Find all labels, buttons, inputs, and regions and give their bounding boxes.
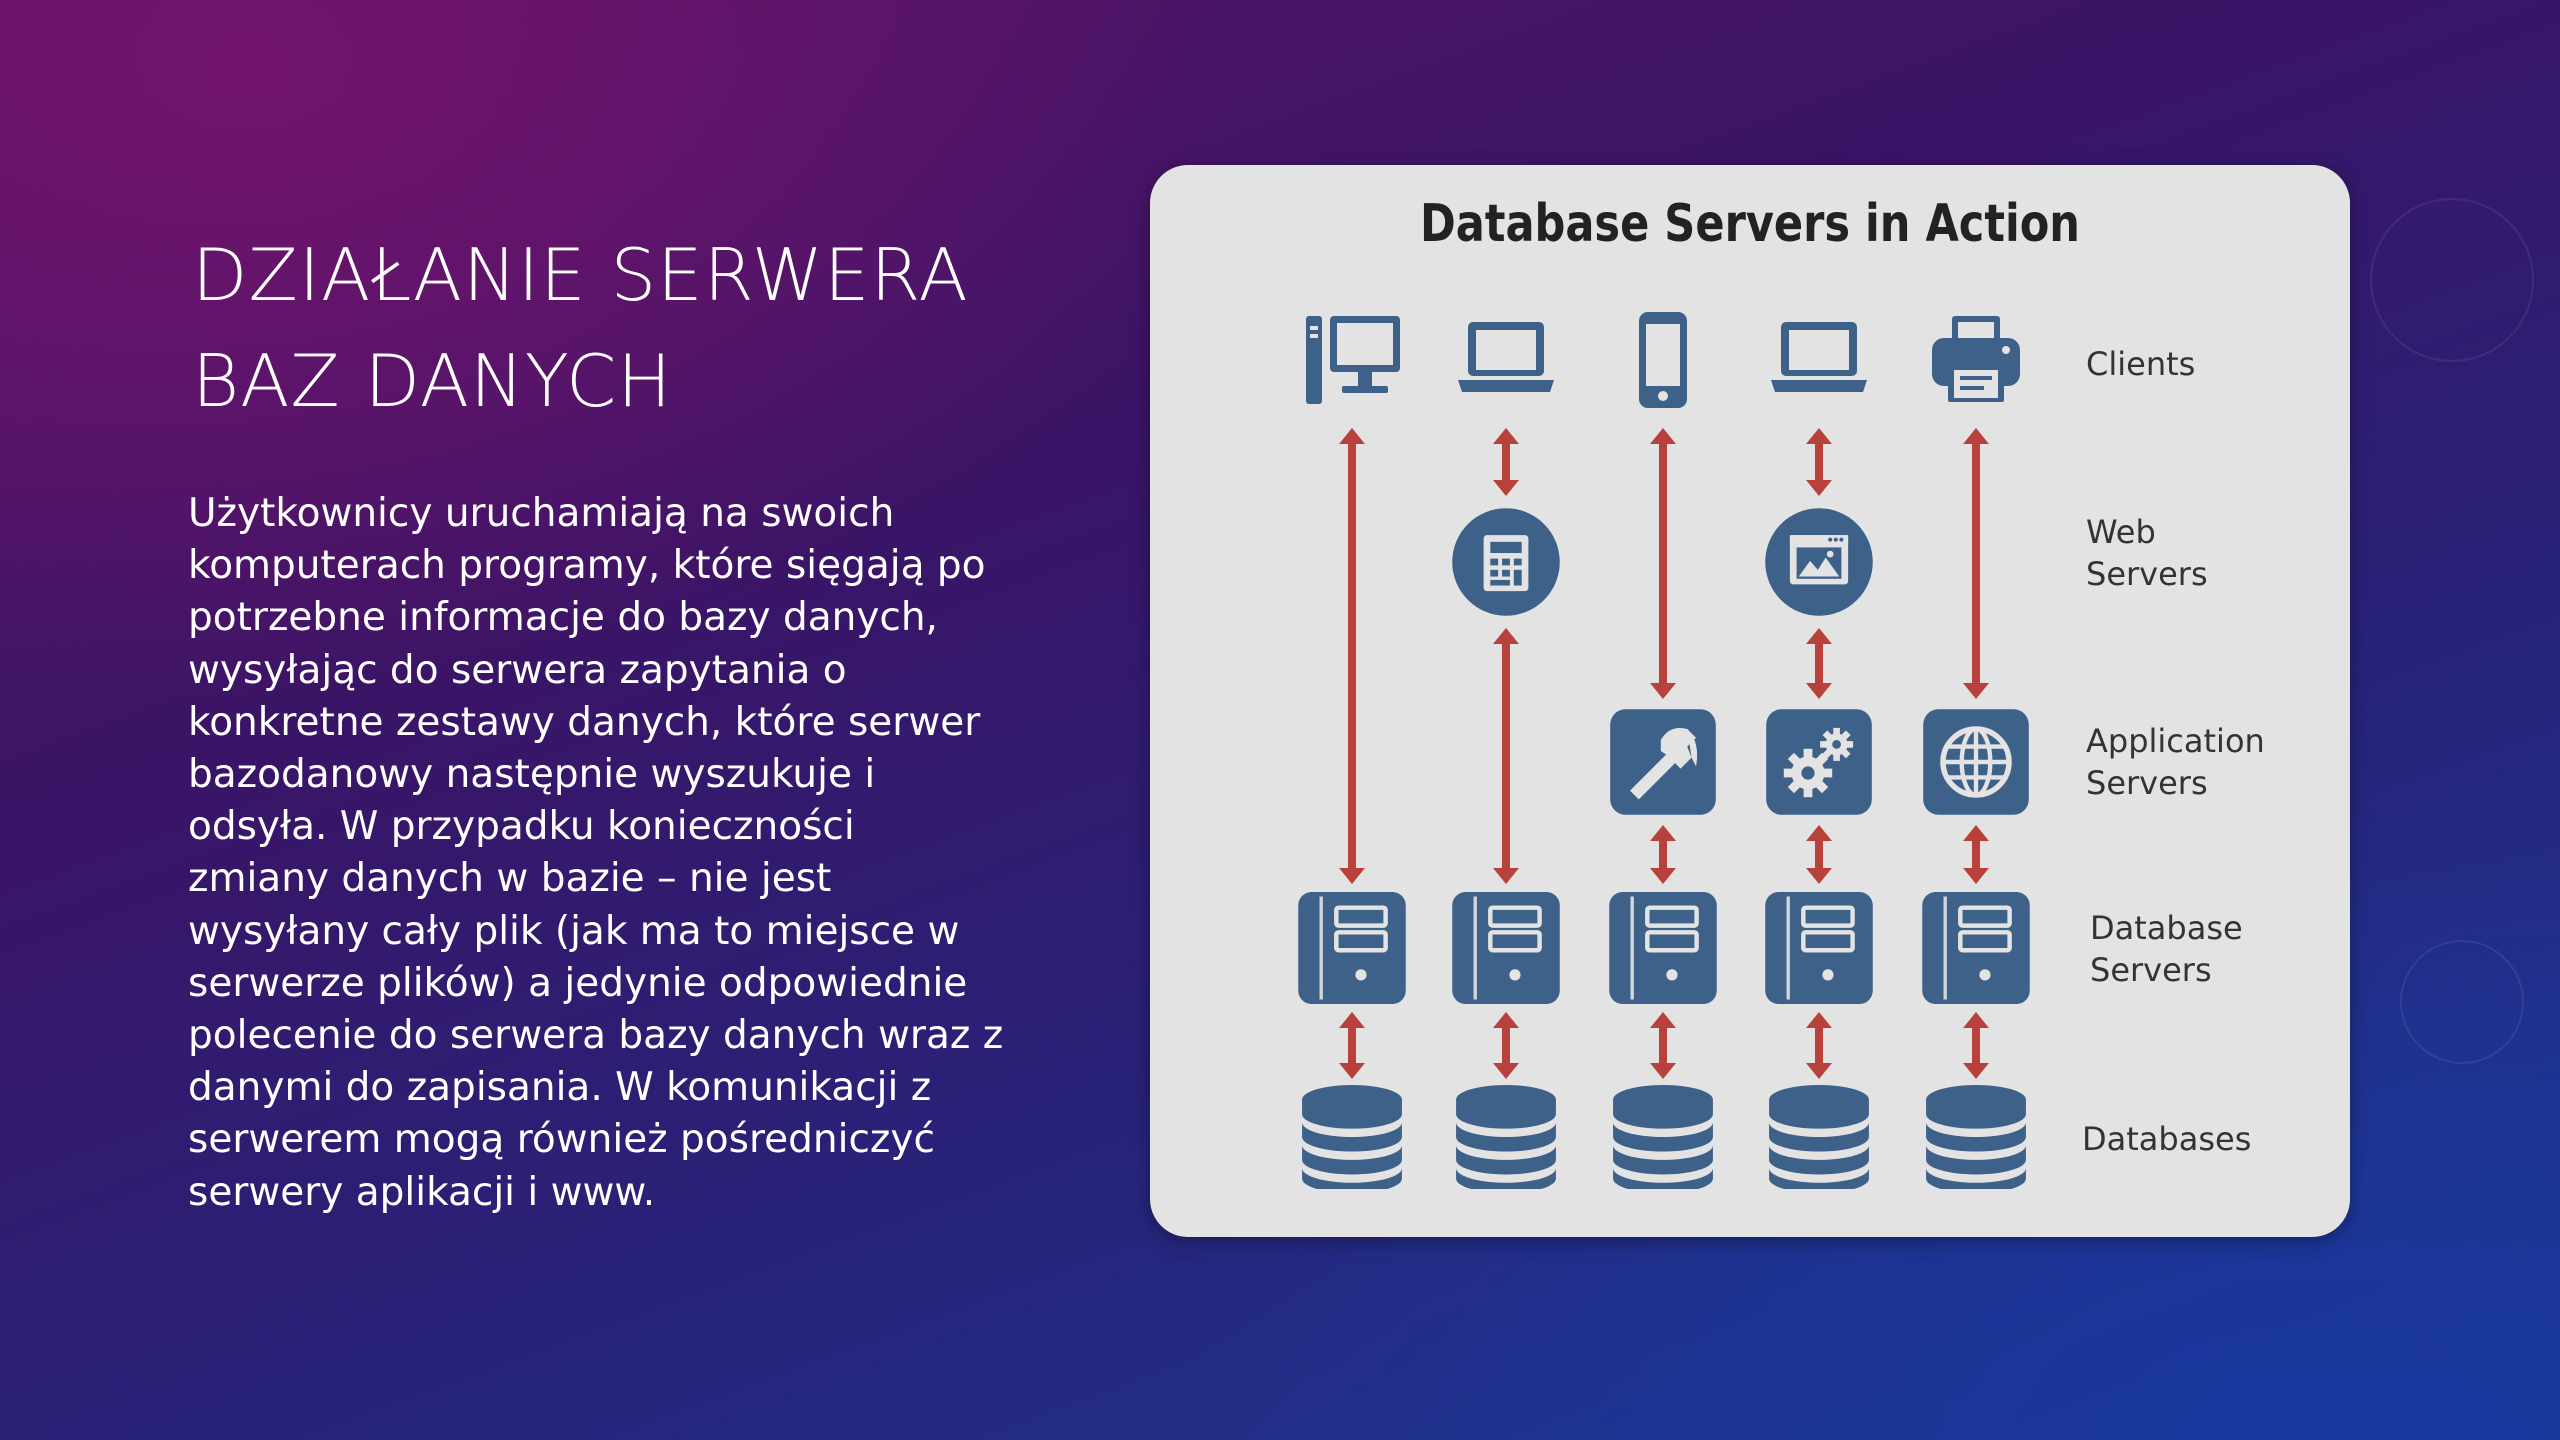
slide-title-line: BAZ DANYCH (192, 339, 673, 423)
slide-title: DZIAŁANIE SERWERA BAZ DANYCH (192, 222, 1092, 434)
laptop-icon (1458, 322, 1554, 392)
row-label: Databases (2082, 1120, 2251, 1158)
database-icon (1926, 1085, 2026, 1189)
double-arrow (1650, 1012, 1676, 1079)
hammer-icon (1610, 709, 1716, 815)
decorative-ring (2370, 198, 2534, 362)
double-arrow (1963, 1012, 1989, 1079)
desktop-computer-icon (1306, 316, 1400, 404)
row-label-line: Servers (2086, 764, 2208, 802)
database-server-icon (1298, 892, 1406, 1004)
calculator-icon (1452, 508, 1560, 616)
double-arrow (1339, 1012, 1365, 1079)
row-label: Clients (2086, 345, 2195, 383)
row-label-line: Application (2086, 722, 2265, 760)
globe-icon (1923, 709, 2029, 815)
double-arrow (1650, 825, 1676, 884)
slide-title-line: DZIAŁANIE SERWERA (192, 233, 969, 317)
database-icon (1769, 1085, 1869, 1189)
database-servers-diagram: Database Servers in Action ClientsWebSer… (1150, 194, 2265, 1189)
database-server-icon (1765, 892, 1873, 1004)
database-icon (1456, 1085, 1556, 1189)
double-arrow (1806, 628, 1832, 699)
row-label-line: Servers (2086, 555, 2208, 593)
double-arrow (1806, 825, 1832, 884)
row-label-line: Clients (2086, 345, 2195, 383)
database-server-icon (1609, 892, 1717, 1004)
double-arrow (1339, 428, 1365, 884)
double-arrow (1493, 428, 1519, 496)
database-server-icon (1452, 892, 1560, 1004)
double-arrow (1493, 628, 1519, 884)
gears-icon (1766, 709, 1872, 815)
row-label-line: Database (2090, 909, 2243, 947)
database-server-icon (1922, 892, 2030, 1004)
double-arrow (1806, 1012, 1832, 1079)
double-arrow (1493, 1012, 1519, 1079)
row-label-line: Databases (2082, 1120, 2251, 1158)
double-arrow (1806, 428, 1832, 496)
slide-body-text: Użytkownicy uruchamiają na swoich komput… (188, 491, 1004, 1215)
decorative-ring (2400, 940, 2524, 1064)
double-arrow (1963, 825, 1989, 884)
database-icon (1613, 1085, 1713, 1189)
diagram-title: Database Servers in Action (1420, 194, 2080, 254)
row-label-line: Servers (2090, 951, 2212, 989)
arrows-layer (1339, 428, 1989, 1079)
row-label-line: Web (2086, 513, 2156, 551)
printer-icon (1932, 316, 2020, 402)
smartphone-icon (1639, 312, 1687, 408)
double-arrow (1650, 428, 1676, 699)
double-arrow (1963, 428, 1989, 699)
database-icon (1302, 1085, 1402, 1189)
laptop-icon (1771, 322, 1867, 392)
browser-window-icon (1765, 508, 1873, 616)
